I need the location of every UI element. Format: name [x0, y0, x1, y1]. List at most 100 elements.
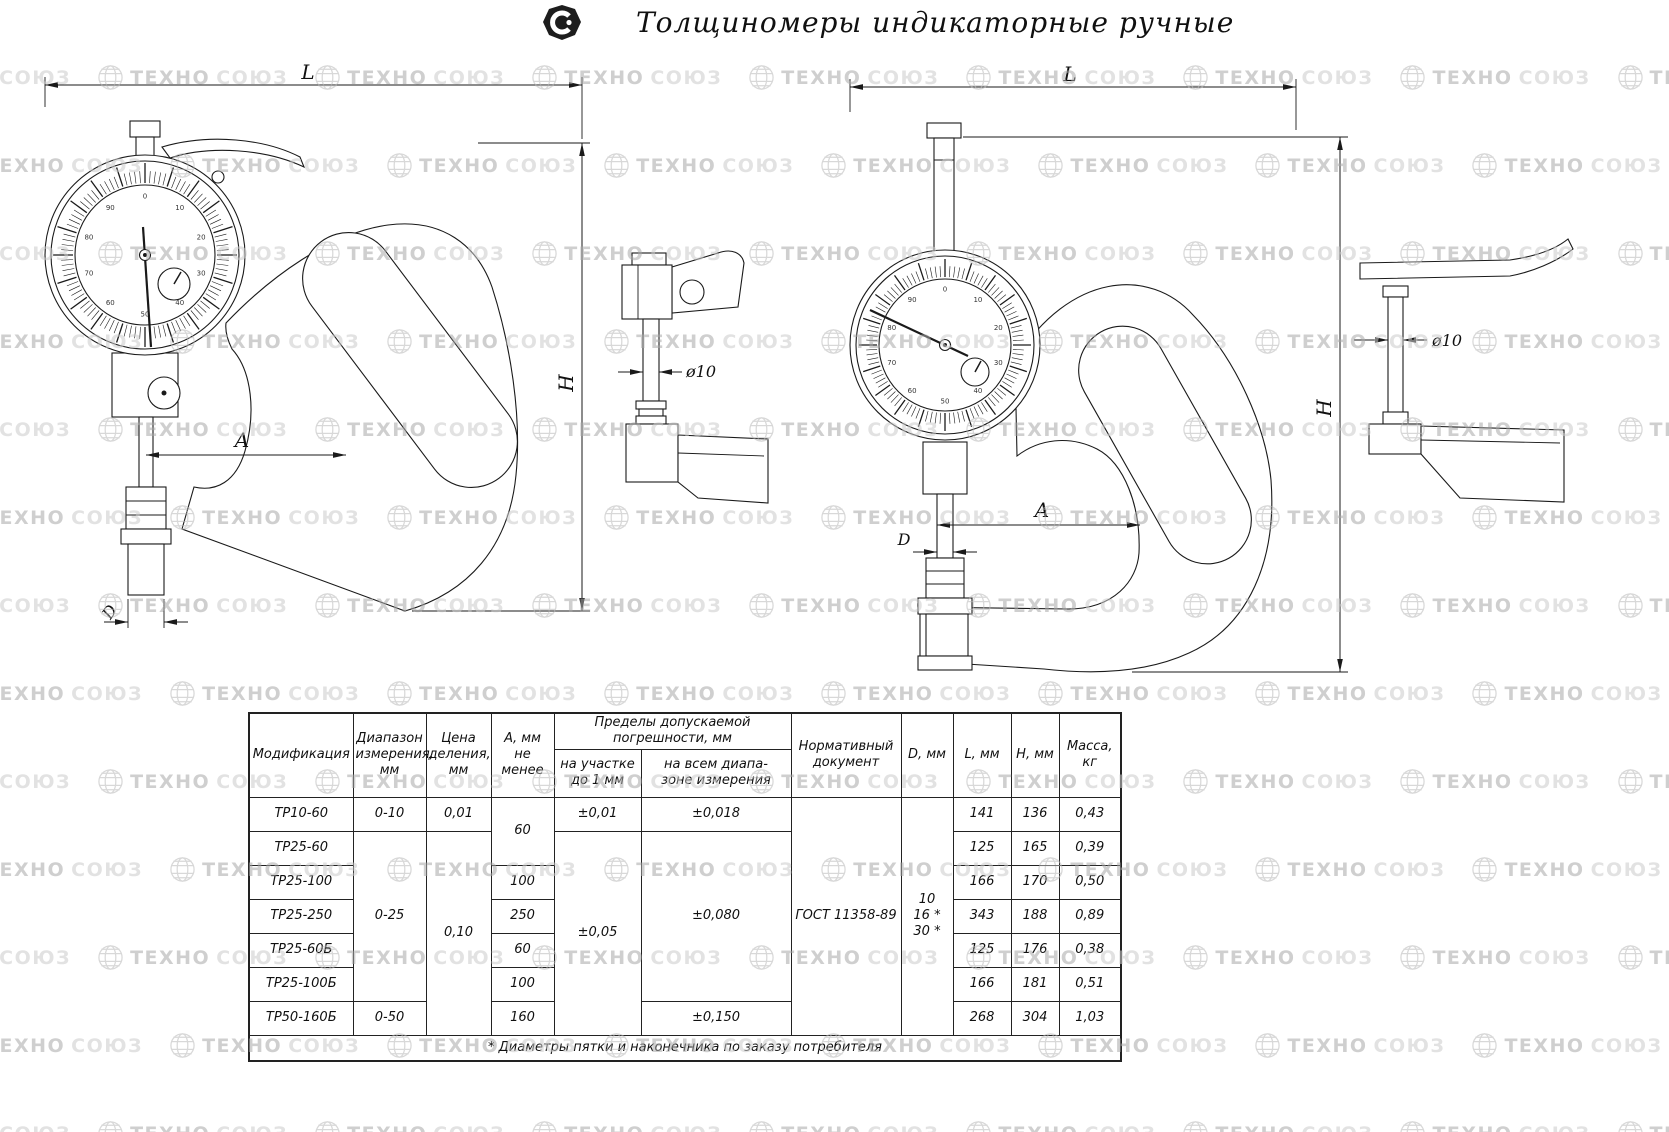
svg-text:50: 50 — [141, 311, 150, 319]
cell-row0-division: 0,01 — [425, 796, 492, 832]
brand-logo — [543, 5, 581, 40]
cell-row2-mass: 0,50 — [1058, 864, 1122, 900]
svg-text:30: 30 — [197, 270, 206, 278]
cell-row6-h: 304 — [1010, 1000, 1060, 1036]
dim-label-L: L — [1062, 62, 1076, 86]
cell-row2-l: 166 — [952, 864, 1012, 900]
dim-label-diameter: ø10 — [685, 362, 716, 381]
svg-text:80: 80 — [84, 233, 93, 241]
cell-row3-l: 343 — [952, 898, 1012, 934]
cell-row5-l: 166 — [952, 966, 1012, 1002]
clamp-frame — [919, 284, 1273, 673]
side-view-right: ø10 — [1354, 238, 1574, 503]
cell-row3-a: 250 — [490, 898, 555, 934]
svg-text:0: 0 — [143, 193, 147, 201]
col-header-d: D, мм — [900, 712, 954, 798]
dim-label-H: H — [1312, 399, 1336, 418]
top-cap — [129, 120, 161, 160]
col-header-l: L, мм — [952, 712, 1012, 798]
cell-row6-a: 160 — [490, 1000, 555, 1036]
cell-row3-mass: 0,89 — [1058, 898, 1122, 934]
cell-row1-mod: ТР25-60 — [248, 830, 354, 866]
col-header-error-group: Пределы допускаемой погрешности, мм — [553, 712, 792, 750]
svg-text:10: 10 — [175, 204, 184, 212]
heel — [127, 543, 165, 596]
cell-row0-err-section: ±0,01 — [553, 796, 642, 832]
cell-row5-mod: ТР25-100Б — [248, 966, 354, 1002]
svg-text:10: 10 — [973, 296, 982, 304]
svg-text:30: 30 — [994, 359, 1003, 367]
cell-row6-mass: 1,03 — [1058, 1000, 1122, 1036]
clamp-frame — [181, 223, 519, 612]
dim-label-D: D — [97, 601, 121, 623]
cell-division-010: 0,10 — [425, 830, 492, 1036]
cell-row0-h: 136 — [1010, 796, 1060, 832]
needle — [869, 309, 969, 357]
dim-label-H: H — [554, 374, 578, 393]
cell-d-values: 10 16 * 30 * — [900, 796, 954, 1036]
svg-text:90: 90 — [908, 296, 917, 304]
cell-row1-l: 125 — [952, 830, 1012, 866]
cell-row3-mod: ТР25-250 — [248, 898, 354, 934]
spindle-column — [111, 352, 181, 596]
cell-row4-a: 60 — [490, 932, 555, 968]
cell-row6-range: 0-50 — [352, 1000, 427, 1036]
needle — [141, 226, 153, 348]
svg-text:90: 90 — [106, 204, 115, 212]
cell-row0-mod: ТР10-60 — [248, 796, 354, 832]
side-rod — [642, 318, 660, 402]
cell-row5-mass: 0,51 — [1058, 966, 1122, 1002]
lever-arm — [161, 138, 306, 169]
col-header-range: Диапазон измерения, мм — [352, 712, 434, 798]
heel — [925, 613, 969, 657]
cell-range-0-25: 0-25 — [352, 830, 427, 1002]
svg-text:60: 60 — [908, 387, 917, 395]
side-view-left: ø10 — [618, 250, 769, 504]
cell-row0-range: 0-10 — [352, 796, 427, 832]
cell-row4-mod: ТР25-60Б — [248, 932, 354, 968]
cell-row1-mass: 0,39 — [1058, 830, 1122, 866]
lever-pivot — [211, 170, 225, 184]
spec-table: Модификация Диапазон измерения, мм Цена … — [248, 712, 1122, 1062]
cell-row4-l: 125 — [952, 932, 1012, 968]
dim-label-A: A — [233, 428, 249, 452]
col-header-division: Цена деления, мм — [425, 712, 492, 798]
cell-row5-a: 100 — [490, 966, 555, 1002]
spindle-column — [917, 441, 973, 671]
col-header-document: Нормативный документ — [790, 712, 902, 798]
cell-err-section-005: ±0,05 — [553, 830, 642, 1036]
col-header-modification: Модификация — [248, 712, 354, 798]
dimensions-left: L H A D — [44, 60, 590, 628]
dim-label-D: D — [897, 530, 911, 549]
cell-err-total-0080: ±0,080 — [640, 830, 792, 1002]
col-header-error-section: на участке до 1 мм — [553, 748, 642, 798]
svg-text:0: 0 — [943, 286, 947, 294]
svg-text:40: 40 — [175, 299, 184, 307]
svg-text:70: 70 — [84, 270, 93, 278]
svg-text:80: 80 — [887, 324, 896, 332]
cell-row3-h: 188 — [1010, 898, 1060, 934]
svg-text:50: 50 — [941, 398, 950, 406]
